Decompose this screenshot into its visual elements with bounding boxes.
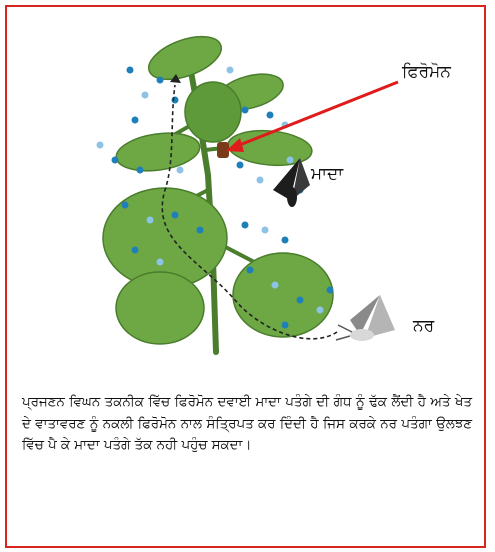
label-male: ਨਰ (413, 316, 434, 336)
leaf (114, 128, 202, 175)
leaf (143, 28, 227, 88)
label-pheromone: ਫਿਰੋਮੋਨ (402, 62, 451, 82)
leaf (116, 272, 204, 344)
caption: ਪ੍ਰਜਣਨ ਵਿਘਨ ਤਕਨੀਕ ਵਿੱਚ ਫਿਰੋਮੋਨ ਦਵਾਈ ਮਾਦਾ… (22, 392, 472, 457)
label-female: ਮਾਦਾ (311, 164, 343, 184)
leaf (185, 82, 241, 142)
male-moth-icon (336, 295, 395, 341)
